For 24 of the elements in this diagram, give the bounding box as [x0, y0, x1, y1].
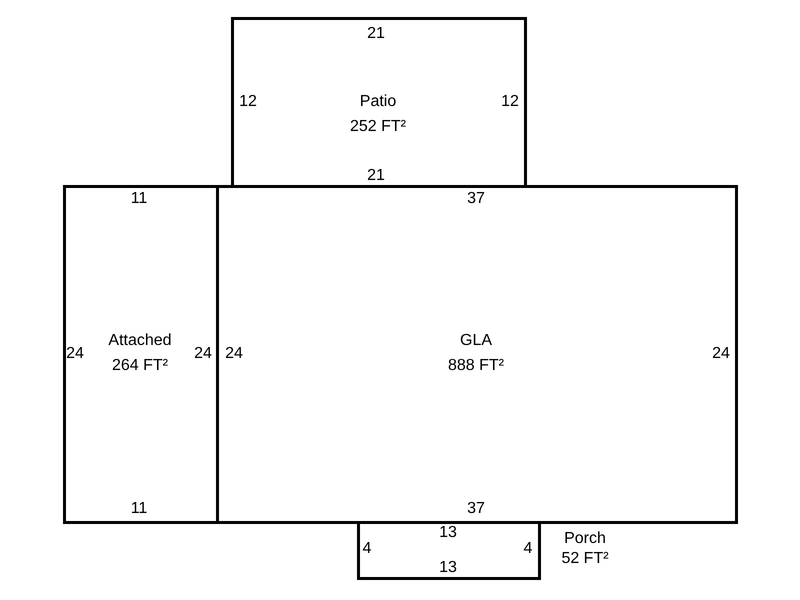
dimension-label: 21 [367, 26, 385, 42]
area-label: 52 FT² [561, 551, 609, 567]
room-name: Patio [360, 94, 396, 110]
dimension-label: 37 [467, 191, 485, 207]
room-name: Attached [108, 333, 172, 349]
room-name: Porch [564, 531, 606, 547]
dimension-label: 24 [712, 346, 730, 362]
room-name: GLA [460, 333, 492, 349]
area-label: 888 FT² [448, 358, 504, 374]
dimension-label: 13 [439, 560, 457, 576]
area-label: 252 FT² [350, 119, 406, 135]
dimension-label: 24 [66, 346, 84, 362]
dimension-label: 24 [225, 346, 243, 362]
dimension-label: 4 [362, 541, 372, 557]
dimension-label: 11 [130, 501, 148, 517]
dimension-label: 21 [367, 168, 385, 184]
dimension-label: 12 [239, 94, 257, 110]
dimension-label: 11 [130, 191, 148, 207]
dimension-label: 24 [194, 346, 212, 362]
dimension-label: 12 [501, 94, 519, 110]
dimension-label: 13 [439, 525, 457, 541]
dimension-label: 4 [524, 541, 532, 557]
area-label: 264 FT² [112, 358, 168, 374]
dimension-label: 37 [467, 501, 485, 517]
